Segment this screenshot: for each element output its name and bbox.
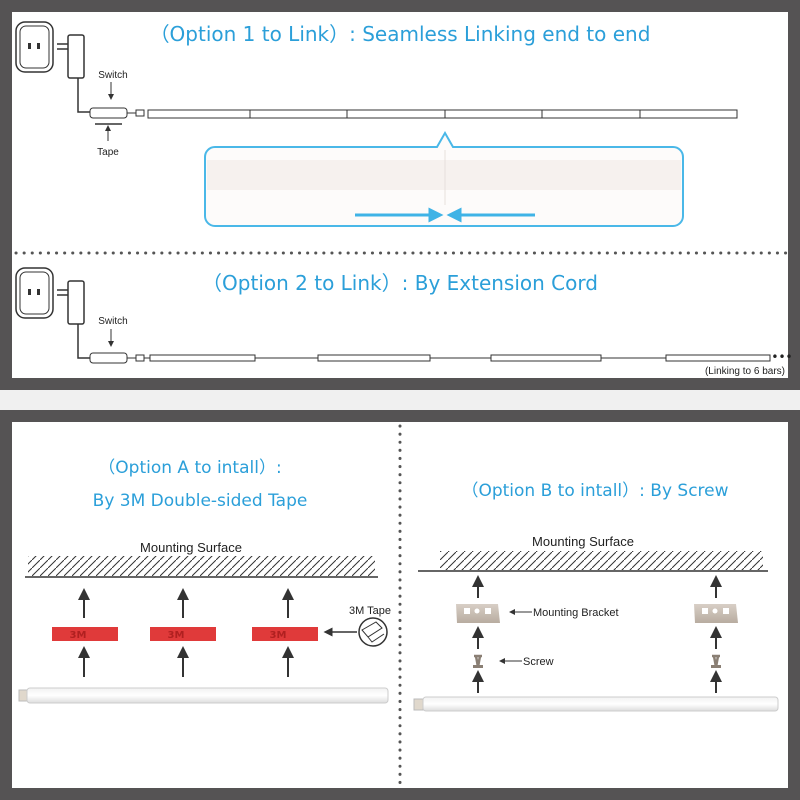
peel-tape-icon — [358, 617, 388, 647]
switch-icon — [89, 352, 128, 364]
seamless-joint-callout — [204, 130, 684, 227]
surface-label: Mounting Surface — [532, 534, 634, 549]
switch-label: Switch — [98, 70, 127, 81]
optionA-title-line2: By 3M Double-sided Tape — [93, 491, 308, 511]
3m-tape-label: 3M Tape — [349, 605, 391, 617]
option1-title: （Option 1 to Link）: Seamless Linking end… — [150, 22, 651, 46]
svg-text:3M: 3M — [70, 630, 87, 641]
linked-light-bars — [147, 109, 738, 119]
svg-text:3M: 3M — [270, 630, 287, 641]
bracket-label: Mounting Bracket — [533, 607, 619, 619]
linking-note: (Linking to 6 bars) — [705, 366, 785, 377]
optionB-title: （Option B to intall）: By Screw — [461, 481, 728, 501]
outlet-icon — [15, 21, 54, 73]
optionA-title-line1: （Option A to intall）: — [98, 458, 281, 478]
screw-label: Screw — [523, 656, 554, 668]
divider-band — [0, 390, 800, 410]
outlet-icon — [15, 267, 54, 319]
option2-title: （Option 2 to Link）: By Extension Cord — [202, 271, 598, 295]
mounting-surface — [440, 551, 763, 570]
mounting-bracket-icon — [694, 604, 738, 623]
tape-label: Tape — [97, 147, 119, 158]
mounting-bracket-icon — [456, 604, 500, 623]
extension-linked-bars — [127, 354, 771, 362]
3m-tape-strip: 3M — [150, 627, 216, 641]
screw-icon — [711, 654, 721, 668]
power-adapter-icon — [57, 34, 90, 113]
mounting-surface — [28, 556, 375, 576]
power-adapter-icon — [57, 280, 90, 359]
switch-label: Switch — [98, 316, 127, 327]
3m-tape-strip: 3M — [52, 627, 118, 641]
surface-label: Mounting Surface — [140, 540, 242, 555]
light-bar-rod — [18, 687, 389, 704]
arrow-up-icons — [78, 588, 294, 677]
more-dots: ••• — [771, 350, 792, 364]
arrow-up-icons — [472, 575, 722, 693]
3m-tape-strip: 3M — [252, 627, 318, 641]
svg-text:3M: 3M — [168, 630, 185, 641]
screw-icon — [473, 654, 483, 668]
light-bar-rod — [413, 696, 779, 712]
switch-icon — [89, 107, 128, 119]
